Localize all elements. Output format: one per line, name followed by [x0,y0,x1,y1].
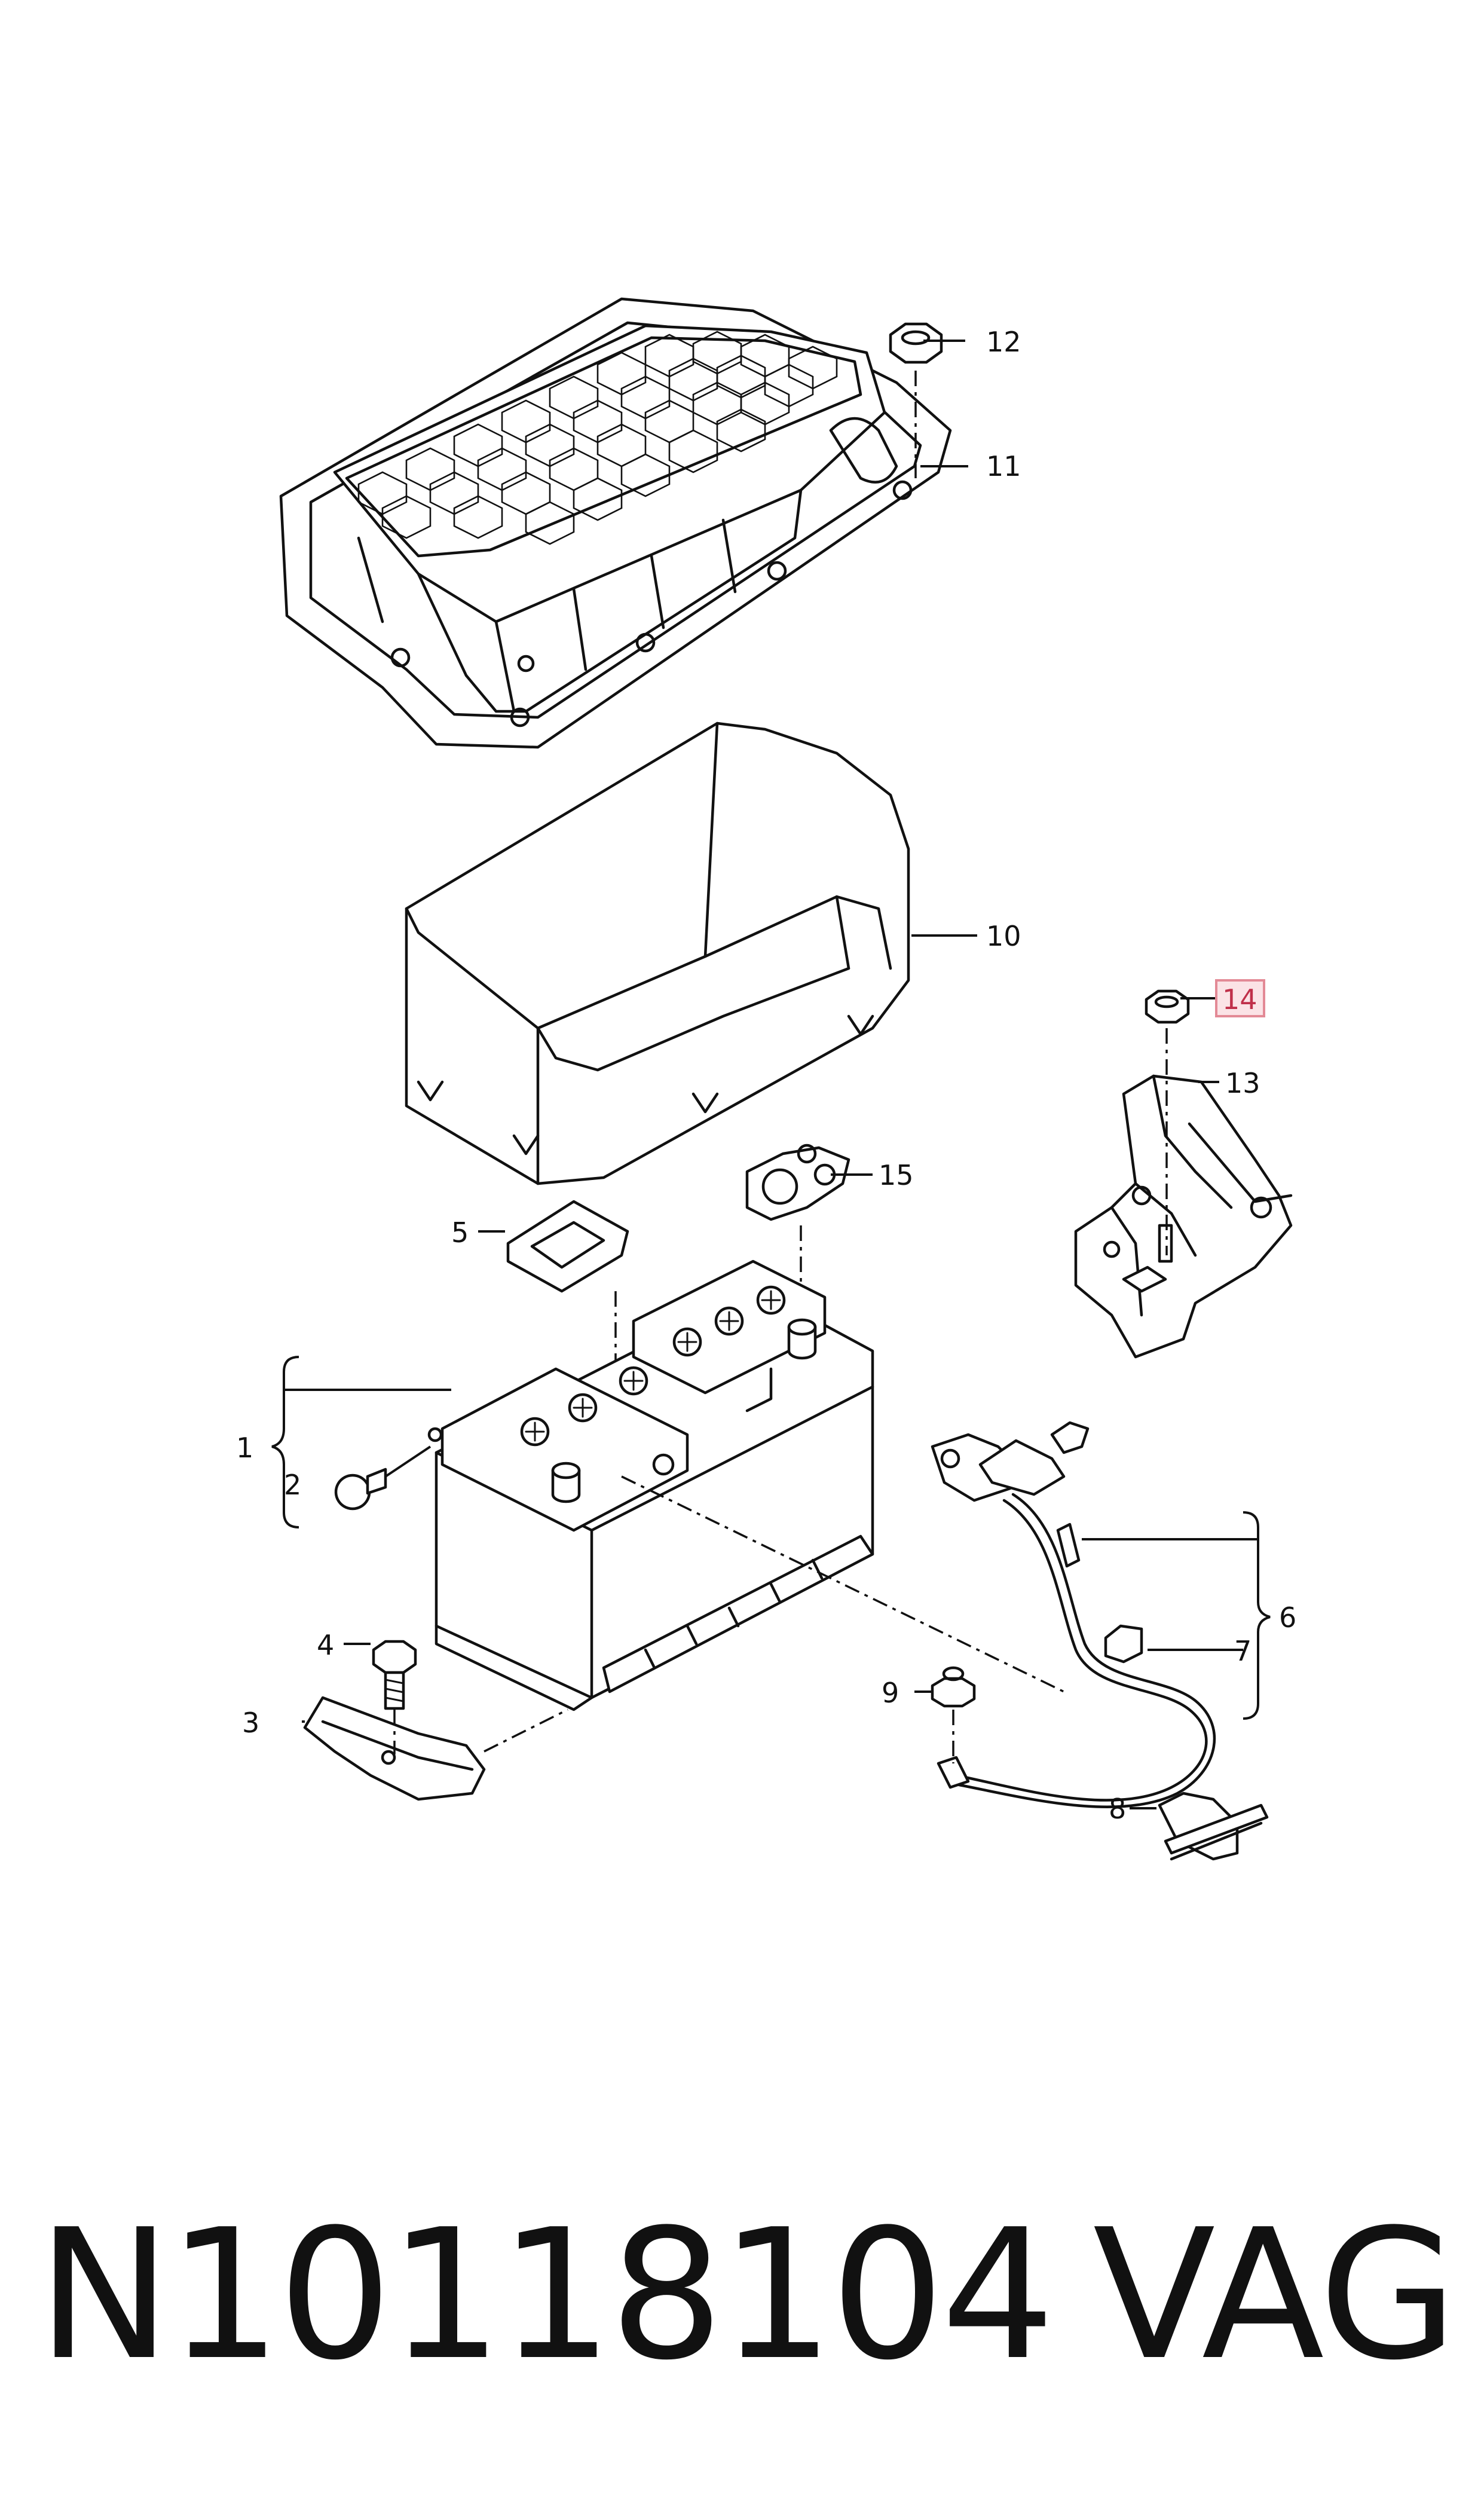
callout-14-highlight [1215,979,1265,1017]
bracket-part-6 [1082,1511,1271,1720]
battery-cable-part-6 [931,1421,1216,1808]
vent-caps [520,1285,786,1447]
callout-15: 15 [879,1159,914,1191]
clamp-part-3 [303,1696,568,1801]
callout-10: 10 [986,920,1021,952]
bolt-part-4 [372,1640,417,1754]
callout-3: 3 [242,1707,259,1739]
battery-part-1 [435,1260,1064,1711]
callout-labels: 12 11 10 14 13 15 5 1 2 4 3 6 7 9 8 [236,326,1296,1825]
clip-part-8 [1158,1792,1269,1861]
nut-part-9 [931,1666,976,1763]
callout-5: 5 [451,1216,469,1249]
bracket-part-1 [271,1356,451,1528]
callout-leaders [302,340,1219,1809]
battery-cover-part-11 [279,297,952,749]
plug-part-2 [334,1427,443,1511]
callout-12: 12 [986,326,1021,358]
hex-mesh-texture [357,331,838,545]
callout-8: 8 [1109,1793,1126,1825]
callout-4: 4 [317,1629,334,1661]
brand-label: VAG [1093,2191,1458,2399]
battery-box-part-10 [405,722,910,1185]
callout-14: 14 [1222,983,1257,1016]
fuse-bracket-part-13 [1074,1074,1293,1359]
callout-1: 1 [236,1432,253,1464]
callout-6: 6 [1279,1601,1296,1634]
callout-13: 13 [1225,1067,1260,1099]
nut-part-14 [1145,989,1190,1255]
nut-part-12 [889,322,943,478]
part-number-title: N10118104 [37,2191,1055,2399]
callout-9: 9 [882,1677,899,1709]
callout-7: 7 [1234,1635,1252,1667]
callout-11: 11 [986,450,1021,482]
callout-2: 2 [284,1469,301,1501]
